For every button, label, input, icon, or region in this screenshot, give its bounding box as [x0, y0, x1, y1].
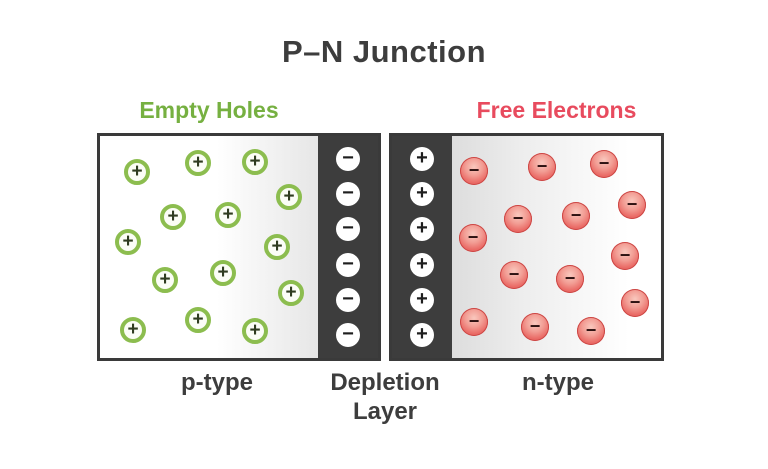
electron-icon: −: [577, 317, 605, 345]
negative-ion-icon: −: [336, 287, 360, 312]
negative-ion-icon: −: [336, 252, 360, 277]
hole-icon: +: [185, 307, 211, 333]
negative-ion-icon-symbol: −: [342, 182, 354, 205]
electron-icon: −: [460, 157, 488, 185]
depletion-layer-label-line2: Layer: [352, 398, 418, 425]
hole-icon-symbol: +: [271, 235, 283, 257]
negative-ion-icon-symbol: −: [342, 252, 354, 275]
electron-icon: −: [590, 150, 618, 178]
electron-icon: −: [618, 191, 646, 219]
depletion-bar-negative: − − − − − −: [318, 136, 378, 358]
negative-ion-icon: −: [336, 182, 360, 207]
p-type-label: p-type: [181, 369, 253, 396]
positive-ion-icon: +: [410, 182, 434, 207]
electron-icon-symbol: −: [585, 320, 597, 340]
electron-icon: −: [504, 205, 532, 233]
hole-icon: +: [276, 184, 302, 210]
hole-icon: +: [160, 204, 186, 230]
positive-ion-icon: +: [410, 147, 434, 172]
electron-icon: −: [500, 261, 528, 289]
electron-icon: −: [459, 224, 487, 252]
electron-icon-symbol: −: [529, 316, 541, 336]
hole-icon: +: [120, 317, 146, 343]
empty-holes-label: Empty Holes: [139, 97, 279, 123]
hole-icon: +: [278, 280, 304, 306]
hole-icon: +: [152, 267, 178, 293]
hole-icon-symbol: +: [249, 319, 261, 341]
holes-container: + + + + + + + + + + + + + +: [100, 136, 378, 358]
electron-icon: −: [621, 289, 649, 317]
hole-icon: +: [185, 150, 211, 176]
hole-icon-symbol: +: [127, 318, 139, 340]
positive-ion-icon: +: [410, 217, 434, 242]
depletion-layer-label-line1: Depletion: [330, 369, 440, 396]
negative-ion-icon: −: [336, 217, 360, 242]
p-type-box: + + + + + + + + + + + + + + − − − − − −: [97, 133, 381, 361]
negative-ion-icon-symbol: −: [342, 147, 354, 170]
hole-icon: +: [215, 202, 241, 228]
hole-icon: +: [124, 159, 150, 185]
electron-icon-symbol: −: [468, 311, 480, 331]
electron-icon-symbol: −: [512, 208, 524, 228]
electron-icon: −: [562, 202, 590, 230]
negative-ion-icon: −: [336, 322, 360, 347]
hole-icon-symbol: +: [283, 185, 295, 207]
hole-icon-symbol: +: [167, 205, 179, 227]
page-title: P–N Junction: [281, 34, 487, 69]
hole-icon-symbol: +: [131, 160, 143, 182]
hole-icon: +: [242, 149, 268, 175]
free-electrons-label: Free Electrons: [476, 97, 637, 123]
positive-ion-icon-symbol: +: [416, 287, 428, 310]
n-type-label: n-type: [522, 369, 594, 396]
electron-icon-symbol: −: [468, 160, 480, 180]
positive-ion-icon-symbol: +: [416, 217, 428, 240]
positive-ion-icon: +: [410, 322, 434, 347]
electron-icon-symbol: −: [508, 264, 520, 284]
electron-icon-symbol: −: [467, 227, 479, 247]
electron-icon: −: [528, 153, 556, 181]
electron-icon-symbol: −: [619, 245, 631, 265]
electrons-container: − − − − − − − − − − − − − −: [392, 136, 661, 358]
electron-icon: −: [611, 242, 639, 270]
positive-ion-icon-symbol: +: [416, 322, 428, 345]
positive-ion-icon-symbol: +: [416, 147, 428, 170]
hole-icon-symbol: +: [222, 203, 234, 225]
negative-ion-icon-symbol: −: [342, 322, 354, 345]
hole-icon-symbol: +: [217, 261, 229, 283]
hole-icon-symbol: +: [192, 151, 204, 173]
electron-icon-symbol: −: [536, 156, 548, 176]
electron-icon-symbol: −: [564, 268, 576, 288]
electron-icon: −: [556, 265, 584, 293]
electron-icon: −: [460, 308, 488, 336]
negative-ion-icon-symbol: −: [342, 287, 354, 310]
hole-icon: +: [264, 234, 290, 260]
electron-icon: −: [521, 313, 549, 341]
n-type-box: + + + + + + − − − − − − − − − − − − − −: [389, 133, 664, 361]
hole-icon-symbol: +: [159, 268, 171, 290]
hole-icon-symbol: +: [192, 308, 204, 330]
electron-icon-symbol: −: [598, 153, 610, 173]
hole-icon-symbol: +: [285, 281, 297, 303]
electron-icon-symbol: −: [626, 194, 638, 214]
positive-ion-icon: +: [410, 287, 434, 312]
hole-icon-symbol: +: [249, 150, 261, 172]
hole-icon-symbol: +: [122, 230, 134, 252]
negative-ion-icon-symbol: −: [342, 217, 354, 240]
depletion-bar-positive: + + + + + +: [392, 136, 452, 358]
electron-icon-symbol: −: [570, 205, 582, 225]
hole-icon: +: [242, 318, 268, 344]
hole-icon: +: [210, 260, 236, 286]
electron-icon-symbol: −: [629, 292, 641, 312]
hole-icon: +: [115, 229, 141, 255]
positive-ion-icon-symbol: +: [416, 182, 428, 205]
positive-ion-icon: +: [410, 252, 434, 277]
depletion-layer-label: Depletion Layer: [305, 368, 465, 426]
positive-ion-icon-symbol: +: [416, 252, 428, 275]
negative-ion-icon: −: [336, 147, 360, 172]
